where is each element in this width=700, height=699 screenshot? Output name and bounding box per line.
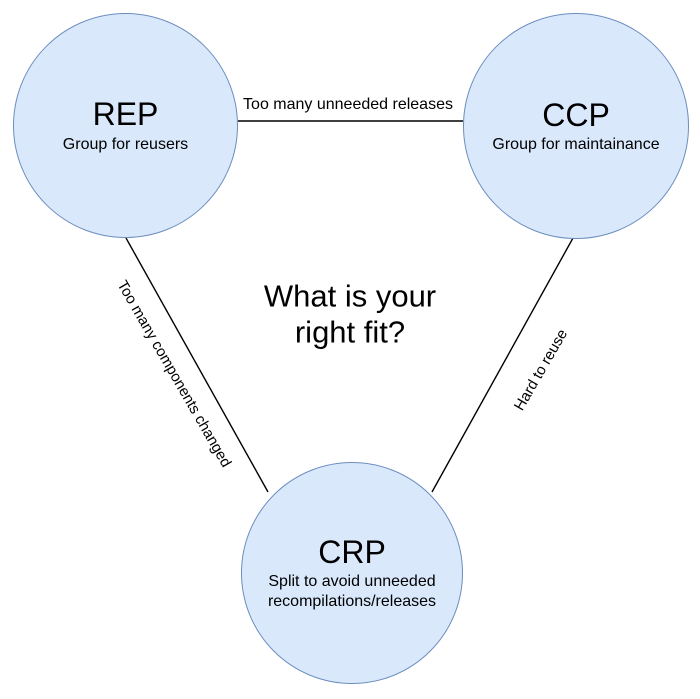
node-ccp-title: CCP [542,96,610,133]
node-rep-title: REP [92,96,159,133]
node-crp-subtitle: Split to avoid unneeded recompilations/r… [267,573,437,611]
node-rep-subtitle: Group for reusers [62,135,189,153]
edge-rep-crp-line [125,237,269,493]
node-ccp-subtitle: Group for maintainance [492,136,660,154]
edge-rep-ccp-label: Too many unneeded releases [243,96,453,113]
node-crp-title: CRP [318,533,386,570]
node-crp: CRP Split to avoid unneeded recompilatio… [241,462,463,684]
node-rep: REP Group for reusers [13,13,238,238]
edge-ccp-crp-line [431,237,574,493]
node-ccp: CCP Group for maintainance [463,13,689,239]
center-question: What is your right fit? [263,278,437,349]
